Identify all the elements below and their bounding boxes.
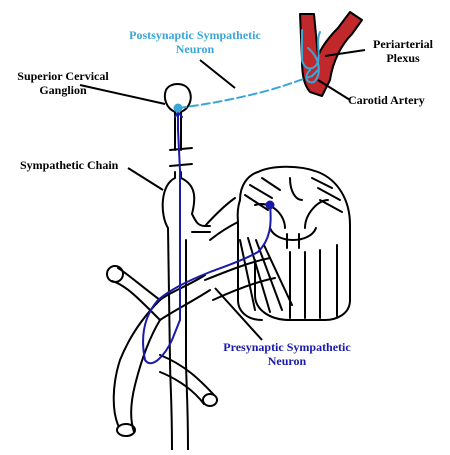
presynaptic-label-line2: Neuron	[267, 354, 307, 368]
presynaptic-neuron-label: Presynaptic Sympathetic Neuron	[212, 340, 362, 368]
postsynaptic-label-line1: Postsynaptic Sympathetic	[129, 28, 261, 42]
spinal-cord	[236, 165, 351, 321]
presynaptic-label-line1: Presynaptic Sympathetic	[223, 340, 351, 354]
sympathetic-chain	[161, 83, 211, 451]
presynaptic-neuron	[142, 110, 275, 365]
sympathetic-chain-label: Sympathetic Chain	[20, 158, 119, 172]
carotid-artery	[299, 11, 363, 97]
periarterial-label-line2: Plexus	[386, 51, 420, 65]
leader-postsynaptic	[199, 59, 236, 89]
carotid-artery-label: Carotid Artery	[348, 93, 425, 107]
spinal-nerve	[106, 265, 218, 437]
leader-superior	[79, 84, 166, 105]
leader-presynaptic	[214, 287, 263, 341]
periarterial-plexus-label: Periarterial Plexus	[368, 37, 438, 65]
leader-chain	[127, 167, 164, 191]
leader-periarterial	[324, 49, 366, 57]
postsynaptic-label-line2: Neuron	[175, 42, 215, 56]
spinal-roots	[204, 197, 276, 301]
superior-label-line1: Superior Cervical	[17, 69, 109, 83]
periarterial-label-line1: Periarterial	[373, 37, 433, 51]
superior-cervical-ganglion-label: Superior Cervical Ganglion	[8, 69, 118, 97]
superior-label-line2: Ganglion	[39, 83, 87, 97]
postsynaptic-neuron-label: Postsynaptic Sympathetic Neuron	[110, 28, 280, 56]
leader-lines	[79, 49, 366, 341]
leader-carotid	[317, 79, 351, 101]
postsynaptic-neuron	[173, 29, 321, 113]
